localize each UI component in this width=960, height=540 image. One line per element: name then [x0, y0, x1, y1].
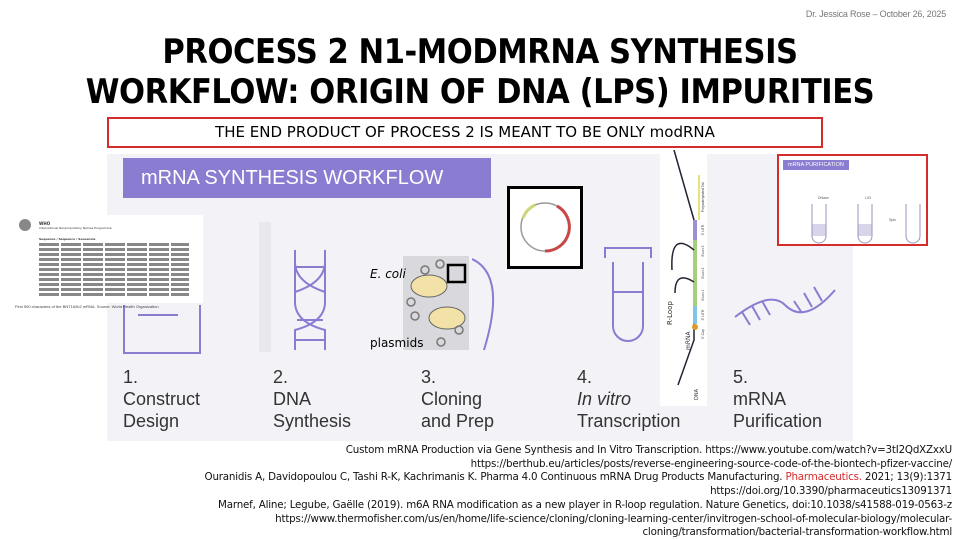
reference-line: https://www.thermofisher.com/us/en/home/… [275, 512, 952, 525]
step-number: 1. [123, 367, 139, 387]
step-4: 4. In vitro Transcription [577, 366, 680, 432]
mrna-purification-inset: mRNA PURIFICATION DNase LiCl Spin [777, 154, 928, 246]
step-title: Construct [123, 389, 201, 409]
ecoli-plasmid-illustration [403, 256, 469, 350]
who-caption: First 500 characters of the BNT162b2 mRN… [15, 304, 159, 309]
ecoli-label: E. coli [370, 267, 406, 281]
reference-line: Marnef, Aline; Legube, Gaëlle (2019). m6… [218, 498, 952, 511]
dna-label: DNA [694, 388, 700, 400]
step-title: mRNA [733, 389, 786, 409]
step-title: Transcription [577, 411, 681, 431]
plasmids-label: plasmids [370, 336, 424, 350]
design-box-icon [123, 305, 201, 354]
segment-label-exon2: Exon 2 [701, 268, 705, 279]
step-title: In vitro [577, 389, 632, 409]
segment-label-exon3: Exon 3 [701, 246, 705, 257]
step-number: 2. [273, 367, 289, 387]
step-title: Synthesis [273, 411, 352, 431]
who-section: Sequence / Séquence / Secuencia [39, 237, 96, 241]
subtitle-callout: THE END PRODUCT OF PROCESS 2 IS MEANT TO… [107, 117, 823, 148]
plasmid-map-inset [507, 186, 583, 269]
step-1: 1. Construct Design [123, 366, 200, 432]
segment-label-exon1: Exon 1 [701, 290, 705, 301]
cloning-arc-icon [472, 258, 495, 351]
references: Custom mRNA Production via Gene Synthesi… [204, 444, 953, 540]
slide-title: PROCESS 2 N1-MODMRNA SYNTHESIS WORKFLOW:… [48, 32, 912, 112]
reference-text: 2021; 13(9):1371 [864, 471, 952, 484]
purification-tubes-icon [811, 204, 921, 244]
reference-line: https://doi.org/10.3390/pharmaceutics130… [710, 485, 952, 498]
test-tube-icon [604, 247, 652, 342]
mrna-strand-icon [734, 286, 836, 326]
reference-line: https://berthub.eu/articles/posts/revers… [470, 457, 953, 470]
who-sequence-document: WHO International Nonproprietary Names P… [15, 215, 203, 303]
purification-step-licl: LiCl [865, 196, 872, 200]
who-logo-icon [19, 219, 31, 231]
dna-helix-icon [259, 222, 326, 352]
step-number: 4. [577, 367, 593, 387]
who-org: WHO [39, 220, 51, 226]
reference-line: Custom mRNA Production via Gene Synthesi… [345, 444, 952, 456]
step-title: Purification [733, 411, 823, 431]
r-loop-label: R-Loop [666, 301, 674, 325]
step-title: DNA [273, 389, 312, 409]
mrna-label: mRNA [685, 330, 692, 350]
reference-line: Ouranidis A, Davidopoulou C, Tashi R-K, … [204, 471, 953, 485]
reference-line: cloning/transformation/bacterial-transfo… [642, 526, 952, 539]
step-number: 3. [421, 367, 437, 387]
purification-step-spin: Spin [889, 218, 897, 222]
who-program: International Nonproprietary Names Progr… [39, 225, 112, 230]
segment-label-3utr: 3' UTR [701, 224, 705, 235]
segment-label-5cap: 5' Cap [701, 329, 705, 339]
segment-label-5utr: 5' UTR [701, 309, 705, 320]
step-2: 2. DNA Synthesis [273, 366, 351, 432]
step-number: 5. [733, 367, 749, 387]
step-title: and Prep [421, 411, 495, 431]
step-3: 3. Cloning and Prep [421, 366, 494, 432]
author-date: Dr. Jessica Rose – October 26, 2025 [805, 9, 946, 19]
title-line-2: WORKFLOW: ORIGIN OF DNA (LPS) IMPURITIES [85, 72, 875, 112]
purification-step-dnase: DNase [818, 196, 829, 200]
step-title: Cloning [421, 389, 483, 409]
segment-label-poly-tail: Polyadenylated Tail [701, 182, 705, 212]
workflow-panel [107, 154, 853, 441]
reference-text: Ouranidis A, Davidopoulou C, Tashi R-K, … [204, 471, 783, 484]
journal-name: Pharmaceutics. [785, 471, 862, 484]
workflow-banner: mRNA SYNTHESIS WORKFLOW [123, 158, 491, 198]
step-5: 5. mRNA Purification [733, 366, 822, 432]
step-title: Design [123, 411, 180, 431]
purification-inset-title: mRNA PURIFICATION [783, 160, 849, 170]
r-loop-diagram: R-Loop mRNA DNA Polyadenylated Tail 3' U… [660, 150, 707, 406]
title-line-1: PROCESS 2 N1-MODMRNA SYNTHESIS [162, 32, 798, 72]
